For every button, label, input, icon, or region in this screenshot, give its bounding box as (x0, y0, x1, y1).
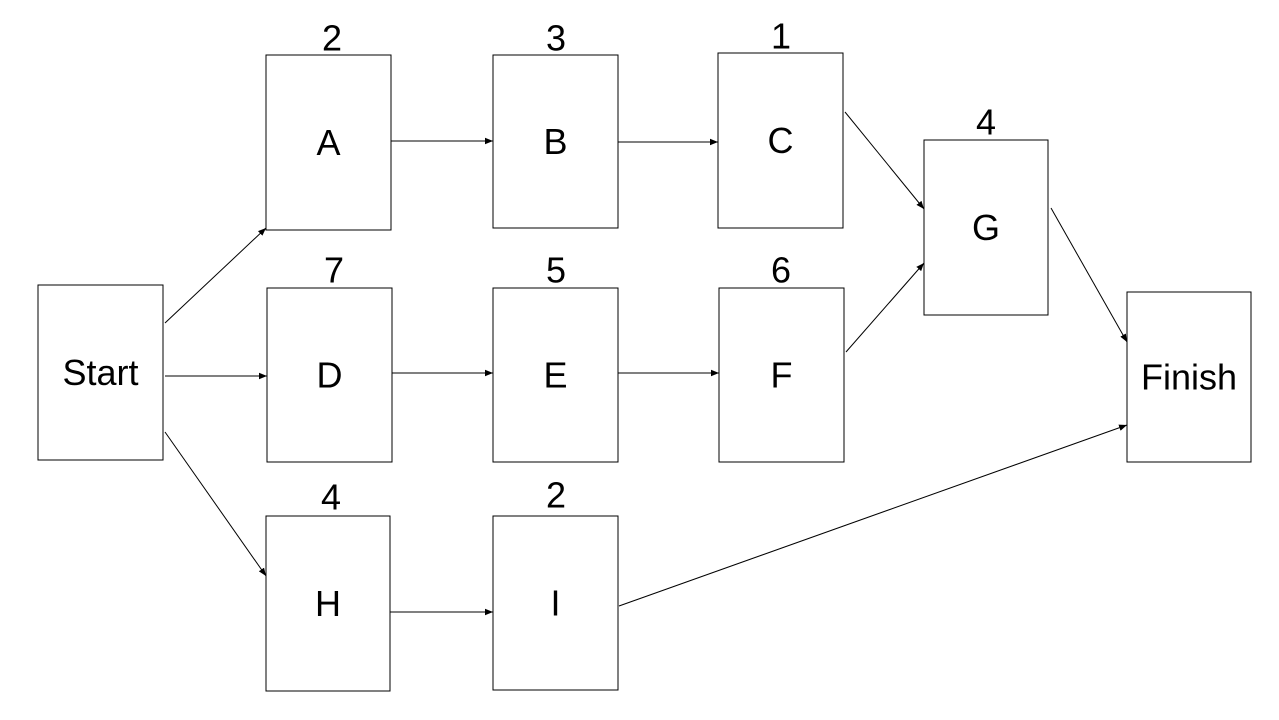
node-label-c: C (768, 120, 794, 161)
node-box-d (266, 287, 393, 463)
duration-label-h: 4 (321, 477, 341, 518)
node-label-g: G (972, 207, 1000, 248)
duration-label-d: 7 (324, 250, 344, 291)
arrow-start-to-h (164, 431, 267, 577)
node-a: A2 (265, 18, 392, 231)
node-i: I2 (492, 475, 619, 691)
node-d: D7 (266, 250, 393, 463)
node-label-e: E (543, 355, 567, 396)
node-f: F6 (718, 250, 845, 463)
duration-label-a: 2 (322, 18, 342, 59)
node-label-b: B (543, 121, 567, 162)
node-e: E5 (492, 250, 619, 463)
node-label-a: A (316, 122, 340, 163)
node-label-finish: Finish (1141, 357, 1237, 398)
node-box-b (492, 54, 619, 229)
node-label-f: F (771, 355, 793, 396)
edges-layer (164, 111, 1128, 616)
node-b: B3 (492, 18, 619, 229)
node-box-f (718, 287, 845, 463)
duration-label-g: 4 (976, 102, 996, 143)
node-box-start (37, 284, 164, 461)
node-box-e (492, 287, 619, 463)
node-box-a (265, 54, 392, 231)
node-box-i (492, 515, 619, 691)
node-label-h: H (315, 583, 341, 624)
node-box-h (265, 515, 391, 692)
node-box-c (717, 52, 844, 229)
duration-label-b: 3 (546, 18, 566, 59)
node-h: H4 (265, 477, 391, 692)
node-label-d: D (317, 355, 343, 396)
node-finish: Finish (1126, 291, 1252, 463)
node-start: Start (37, 284, 164, 461)
duration-label-f: 6 (771, 250, 791, 291)
node-c: C1 (717, 16, 844, 229)
arrow-c-to-g (844, 111, 925, 210)
duration-label-e: 5 (546, 250, 566, 291)
duration-label-c: 1 (771, 16, 791, 57)
node-label-i: I (550, 583, 560, 624)
duration-label-i: 2 (546, 475, 566, 516)
arrow-i-to-finish (618, 424, 1128, 607)
arrow-f-to-g (845, 262, 925, 353)
arrow-g-to-finish (1050, 207, 1128, 343)
node-g: G4 (923, 102, 1049, 316)
node-label-start: Start (62, 352, 138, 393)
arrow-start-to-a (164, 227, 267, 324)
node-box-g (923, 139, 1049, 316)
node-box-finish (1126, 291, 1252, 463)
